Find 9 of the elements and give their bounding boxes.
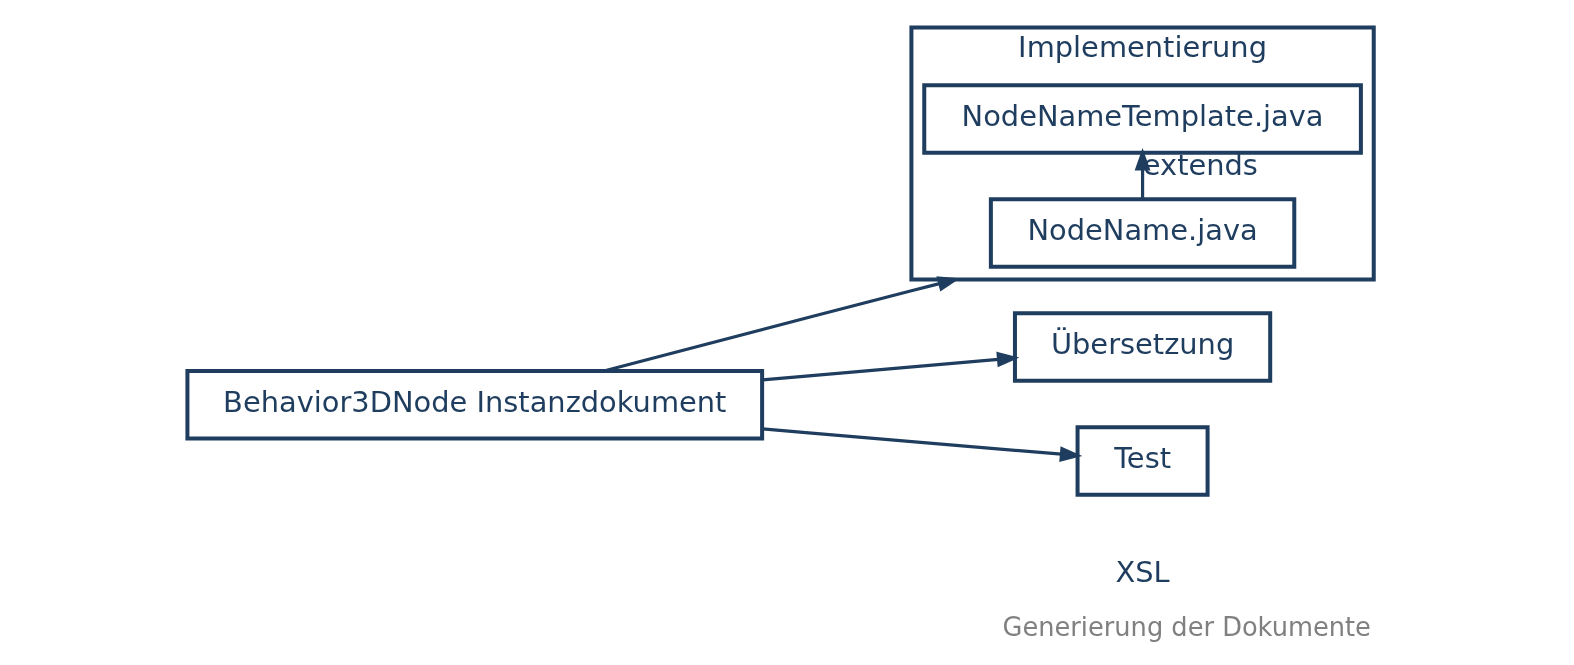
node-box: Behavior3DNode Instanzdokument	[185, 369, 765, 441]
label: XSL	[1115, 554, 1170, 589]
node-box: Test	[1075, 425, 1210, 497]
arrow	[762, 351, 1020, 382]
node-box: Übersetzung	[1012, 311, 1273, 383]
node-box: NodeName.java	[988, 197, 1297, 269]
arrow	[762, 427, 1083, 462]
caption: Generierung der Dokumente	[1002, 611, 1371, 642]
node-box: NodeNameTemplate.java	[922, 83, 1363, 155]
